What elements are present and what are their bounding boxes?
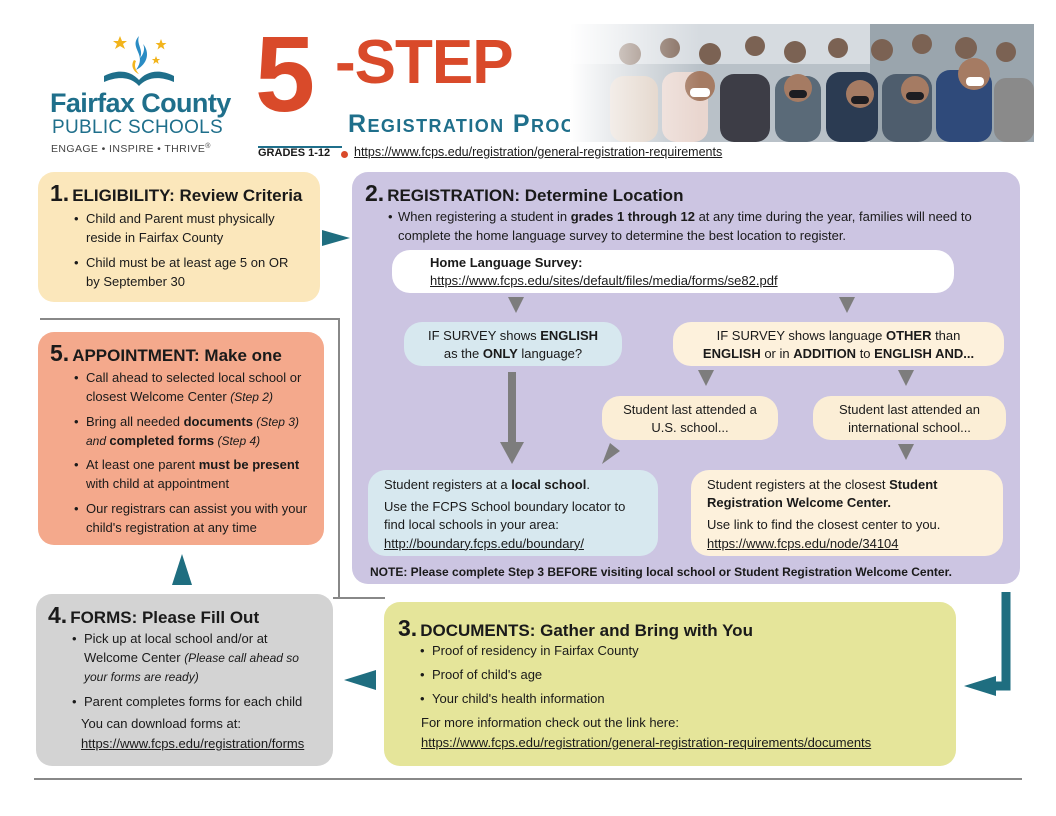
- header-link[interactable]: https://www.fcps.edu/registration/genera…: [354, 145, 723, 159]
- list-item: Proof of child's age: [420, 666, 920, 685]
- list-item: Call ahead to selected local school or c…: [74, 369, 320, 407]
- welcome-center-result: Student registers at the closest Student…: [691, 470, 1003, 556]
- arrow-left-icon: [344, 670, 376, 690]
- logo-line1: Fairfax County: [50, 88, 231, 118]
- list-item: Parent completes forms for each child: [72, 693, 324, 712]
- logo-tagline: ENGAGE • INSPIRE • THRIVE®: [51, 143, 211, 155]
- step4-title: 4.FORMS: Please Fill Out: [48, 602, 260, 628]
- step2-title: 2.REGISTRATION: Determine Location: [365, 180, 684, 206]
- list-item: Bring all needed documents (Step 3) and …: [74, 413, 320, 451]
- footer-rule: [34, 778, 1022, 780]
- connector-line: [333, 597, 385, 599]
- arrow-right-icon: [322, 230, 350, 246]
- international-school-option: Student last attended an international s…: [813, 396, 1006, 440]
- list-item: Your child's health information: [420, 690, 920, 709]
- step1-list: Child and Parent must physically reside …: [74, 210, 302, 297]
- list-item: Child and Parent must physically reside …: [74, 210, 302, 248]
- welcome-center-link[interactable]: https://www.fcps.edu/node/34104: [707, 535, 899, 551]
- us-school-option: Student last attended a U.S. school...: [602, 396, 778, 440]
- step4-list: Pick up at local school and/or at Welcom…: [72, 630, 324, 717]
- bullet-dot-icon: [341, 151, 348, 158]
- step5-title: 5.APPOINTMENT: Make one: [50, 340, 282, 366]
- list-item: At least one parent must be present with…: [74, 456, 320, 494]
- arrow-down-icon: [990, 592, 1011, 691]
- hls-label: Home Language Survey:: [430, 255, 583, 270]
- local-school-result: Student registers at a local school. Use…: [368, 470, 658, 556]
- connector-line: [338, 318, 340, 598]
- step-word: -STEP: [335, 28, 514, 97]
- students-photo: [570, 24, 1034, 142]
- big-number: 5: [255, 13, 315, 134]
- home-language-survey-box: Home Language Survey: https://www.fcps.e…: [392, 250, 954, 293]
- list-item: Pick up at local school and/or at Welcom…: [72, 630, 324, 687]
- logo-line2: PUBLIC SCHOOLS: [52, 117, 224, 138]
- list-item: Our registrars can assist you with your …: [74, 500, 320, 538]
- list-item: Child must be at least age 5 on OR by Se…: [74, 254, 302, 292]
- connector-line: [40, 318, 338, 320]
- page-subtitle: Registration Process: [348, 110, 616, 138]
- documents-link[interactable]: https://www.fcps.edu/registration/genera…: [421, 735, 872, 750]
- fcps-logo-icon: [104, 36, 174, 86]
- step3-list: Proof of residency in Fairfax County Pro…: [420, 642, 920, 715]
- step4-download-label: You can download forms at:: [81, 716, 241, 731]
- grades-label: GRADES 1-12: [258, 147, 331, 159]
- step2-note: NOTE: Please complete Step 3 BEFORE visi…: [370, 565, 952, 579]
- center-finder-text: Use link to find the closest center to y…: [707, 517, 941, 533]
- arrow-up-icon: [172, 554, 192, 585]
- boundary-link[interactable]: http://boundary.fcps.edu/boundary/: [384, 535, 584, 551]
- arrow-left-icon: [964, 676, 996, 696]
- step2-intro: When registering a student in grades 1 t…: [388, 208, 988, 252]
- boundary-locator-text: Use the FCPS School boundary locator to …: [384, 499, 626, 533]
- hls-link[interactable]: https://www.fcps.edu/sites/default/files…: [430, 273, 778, 289]
- list-item: Proof of residency in Fairfax County: [420, 642, 920, 661]
- other-language-question: IF SURVEY shows language OTHER than ENGL…: [673, 322, 1004, 366]
- step3-more-label: For more information check out the link …: [421, 715, 679, 730]
- english-only-question: IF SURVEY shows ENGLISH as the ONLY lang…: [404, 322, 622, 366]
- forms-link[interactable]: https://www.fcps.edu/registration/forms: [81, 736, 305, 751]
- step3-title: 3.DOCUMENTS: Gather and Bring with You: [398, 615, 753, 641]
- list-item: When registering a student in grades 1 t…: [388, 208, 988, 246]
- step1-title: 1.ELIGIBILITY: Review Criteria: [50, 180, 303, 206]
- step5-list: Call ahead to selected local school or c…: [74, 369, 320, 544]
- grades-rule: [258, 146, 342, 148]
